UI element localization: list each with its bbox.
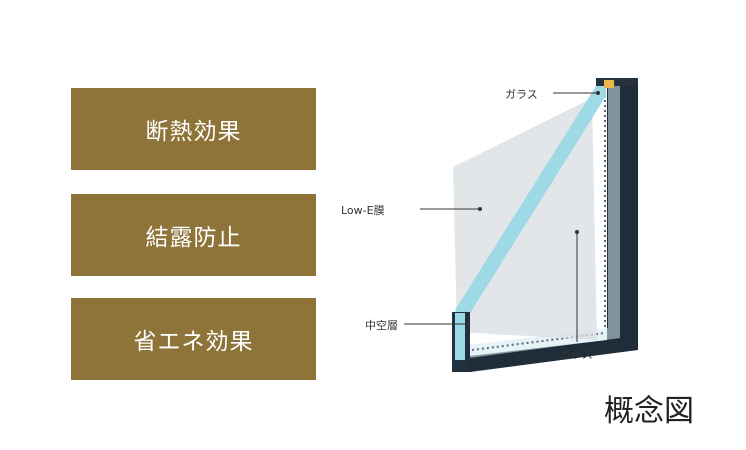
label-low-e: Low-E膜 [341, 204, 385, 217]
benefit-label: 結露防止 [145, 225, 242, 251]
benefit-label: 省エネ効果 [133, 329, 254, 355]
front-pane-edge [455, 86, 606, 326]
benefit-energy-saving: 省エネ効果 [71, 298, 316, 380]
spacer-top [604, 80, 614, 88]
label-hollow-layer: 中空層 [365, 318, 398, 332]
caption-conceptual-diagram: 概念図 [604, 394, 694, 429]
leader-dot [466, 322, 470, 326]
leader-dot [478, 207, 482, 211]
benefit-label: 断熱効果 [145, 119, 242, 145]
label-glass-bottom: ガラス [560, 348, 593, 361]
frame-top-cap [596, 78, 638, 86]
leader-dot [575, 230, 579, 234]
benefit-insulation: 断熱効果 [71, 88, 316, 170]
back-glass-pane [470, 86, 620, 358]
front-pane-lower-edge [455, 313, 465, 360]
leader-dot [596, 91, 600, 95]
back-pane-frame [470, 84, 638, 372]
benefit-condensation-prevention: 結露防止 [71, 194, 316, 276]
label-glass-top: ガラス [505, 88, 538, 101]
double-glazing-diagram: ガラス Low-E膜 中空層 ガラス [341, 78, 638, 372]
